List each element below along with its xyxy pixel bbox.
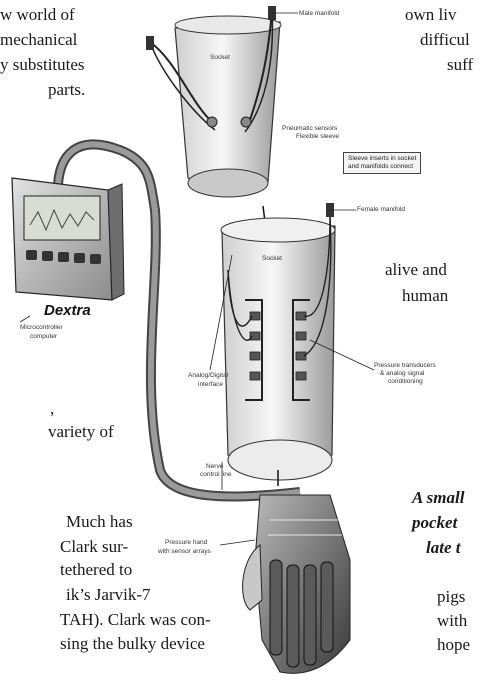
robotic-hand xyxy=(243,495,350,673)
arm-socket xyxy=(221,203,335,486)
dextra-label: Dextra xyxy=(44,302,91,319)
label-transducers-1: Pressure transducers xyxy=(374,362,436,370)
label-socket-lower: Socket xyxy=(262,255,282,263)
label-transducers-3: conditioning xyxy=(388,378,423,386)
label-pneumatic-1: Pneumatic sensors xyxy=(282,125,337,133)
label-female-manifold: Female manifold xyxy=(357,206,405,214)
label-microcontroller-2: computer xyxy=(30,333,57,341)
label-male-manifold: Male manifold xyxy=(299,10,339,18)
callout-line-2: and manifolds connect xyxy=(348,163,416,171)
callout-line-1: Sleeve inserts in socket xyxy=(348,155,416,163)
dextra-computer xyxy=(12,178,124,300)
label-nerve-2: control line xyxy=(200,471,231,479)
upper-sleeve xyxy=(146,6,281,226)
callout-sleeve-inserts: Sleeve inserts in socket and manifolds c… xyxy=(343,152,421,174)
label-transducers-2: & analog signal xyxy=(380,370,424,378)
label-microcontroller-1: Microcontroller xyxy=(20,324,63,332)
label-socket-upper: Socket xyxy=(210,54,230,62)
label-nerve-1: Nerve xyxy=(206,463,223,471)
label-pneumatic-2: Flexible sleeve xyxy=(296,133,339,141)
label-interface-2: interface xyxy=(198,381,223,389)
label-interface-1: Analog/Digital xyxy=(188,372,228,380)
label-pressure-hand-1: Pressure hand xyxy=(165,539,207,547)
label-pressure-hand-2: with sensor arrays xyxy=(158,548,211,556)
